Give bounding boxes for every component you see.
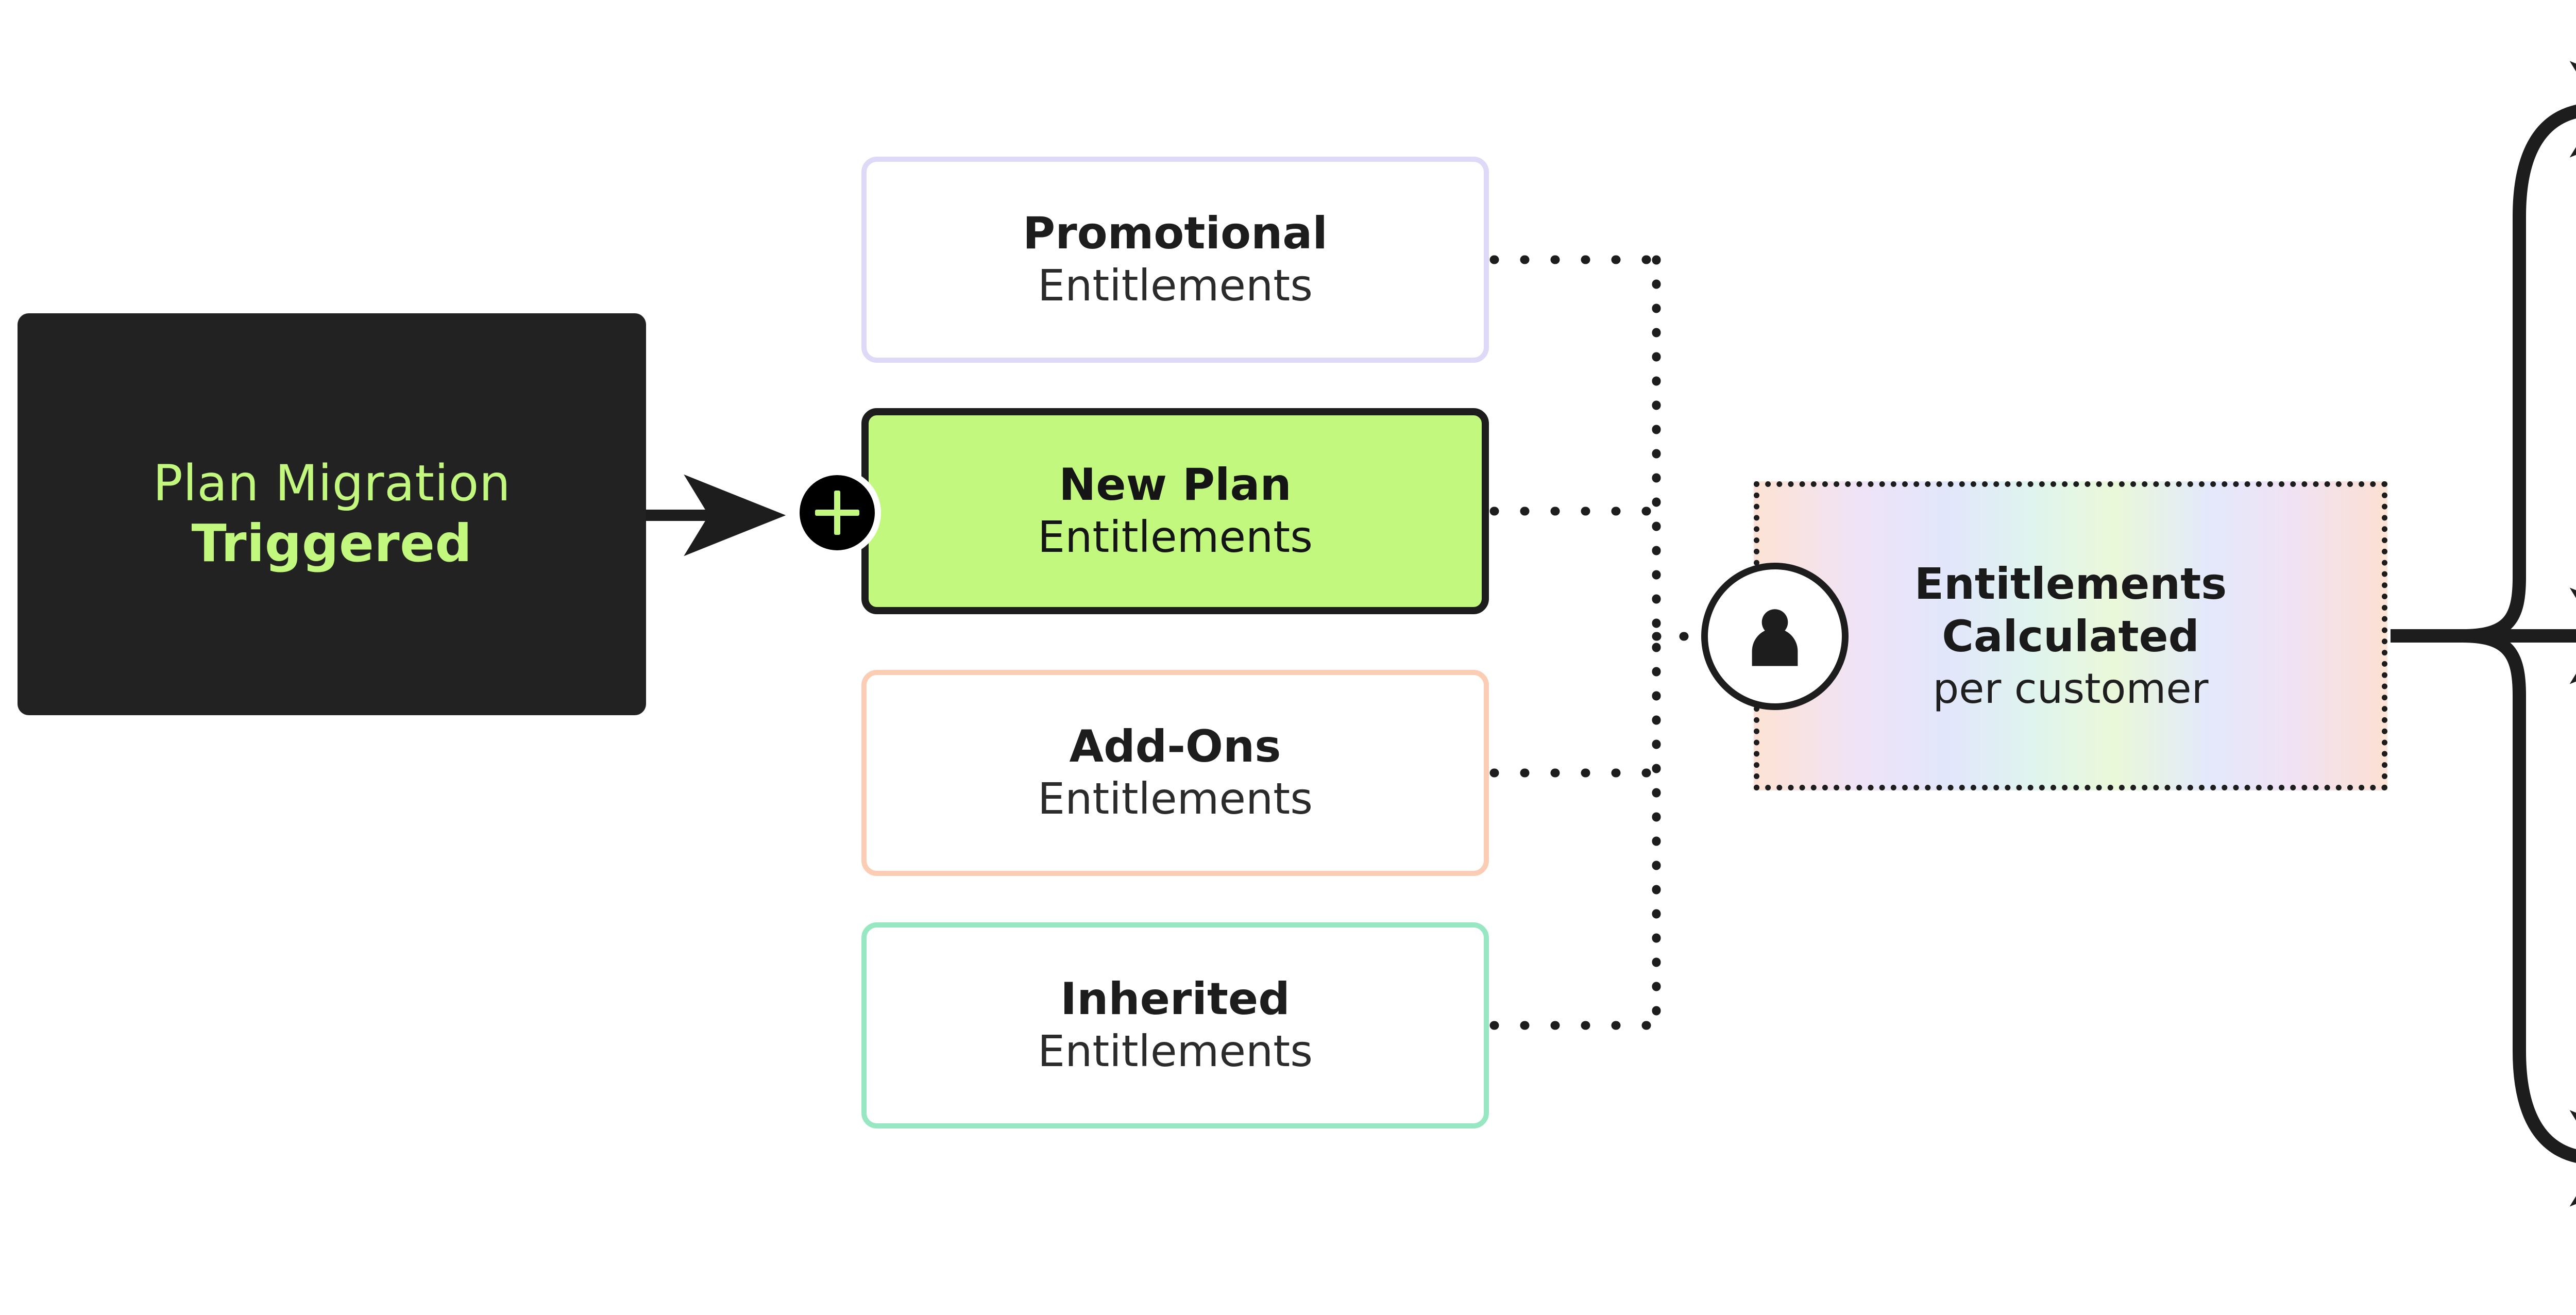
person-icon-glyph — [1752, 609, 1798, 666]
card-title: Promotional — [1023, 207, 1328, 259]
card-subtitle: Entitlements — [1038, 260, 1313, 311]
calc-line-2: Calculated — [1942, 611, 2199, 662]
plan-migration-trigger-box: Plan Migration Triggered — [18, 313, 646, 715]
calc-line-3: per customer — [1933, 664, 2209, 713]
dotted-bracket — [1489, 255, 1661, 1030]
plus-icon — [793, 469, 881, 557]
card-promotional-entitlements[interactable]: Promotional Entitlements — [861, 157, 1489, 363]
trigger-line-2: Triggered — [191, 513, 472, 574]
trigger-line-1: Plan Migration — [152, 454, 511, 513]
card-subtitle: Entitlements — [1038, 773, 1313, 824]
card-new-plan-entitlements[interactable]: New Plan Entitlements — [861, 408, 1489, 614]
card-subtitle: Entitlements — [1038, 512, 1313, 563]
card-subtitle: Entitlements — [1038, 1026, 1313, 1077]
card-title: Inherited — [1060, 973, 1290, 1025]
card-title: Add-Ons — [1069, 720, 1281, 772]
arrow-to-dynamodb — [2391, 61, 2576, 643]
arrow-to-cache — [2391, 629, 2576, 1207]
fanout-arrows — [2391, 61, 2576, 1207]
person-icon — [1701, 563, 1849, 710]
card-inherited-entitlements[interactable]: Inherited Entitlements — [861, 922, 1489, 1128]
card-title: New Plan — [1059, 459, 1292, 511]
card-add-ons-entitlements[interactable]: Add-Ons Entitlements — [861, 670, 1489, 876]
entitlements-calculated-box: Entitlements Calculated per customer — [1754, 481, 2387, 790]
calc-line-1: Entitlements — [1914, 558, 2227, 609]
plus-icon-vertical-bar — [834, 491, 840, 535]
